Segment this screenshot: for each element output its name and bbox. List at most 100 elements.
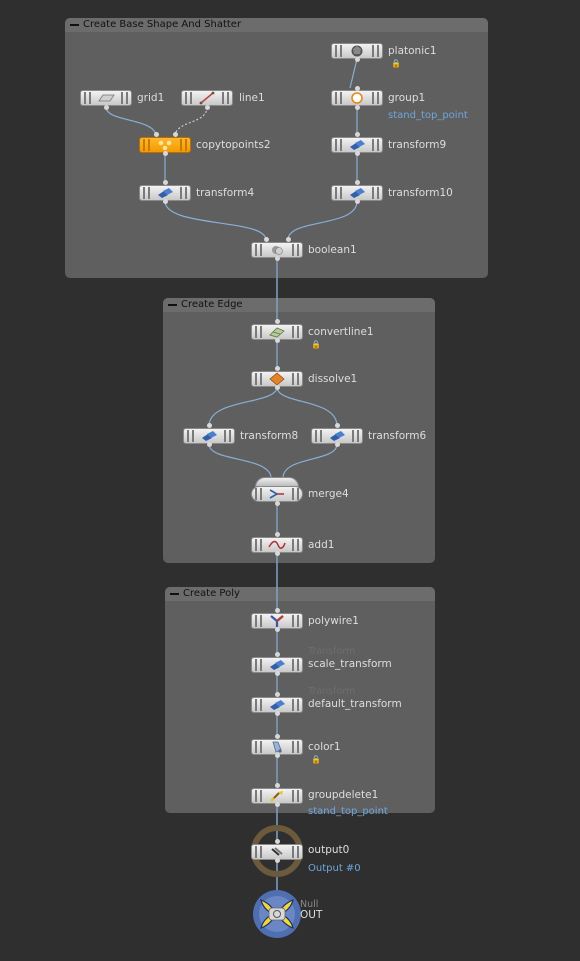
node-label: merge4 — [308, 488, 349, 500]
network-box-label: Create Poly — [183, 588, 240, 599]
input-connector[interactable] — [163, 180, 168, 185]
node-grid1[interactable] — [80, 90, 132, 106]
transform-icon — [270, 700, 285, 710]
color-icon — [272, 741, 282, 753]
null-icon — [253, 890, 301, 938]
transform-icon — [158, 188, 173, 198]
output-connector[interactable] — [275, 802, 280, 807]
output-connector[interactable] — [207, 442, 212, 447]
lock-icon: 🔒 — [391, 59, 401, 68]
lock-icon: 🔒 — [311, 755, 321, 764]
output-icon — [271, 847, 283, 856]
collapse-icon[interactable] — [170, 593, 179, 595]
input-connector[interactable] — [275, 366, 280, 371]
output-connector[interactable] — [355, 57, 360, 62]
input-connector[interactable] — [275, 734, 280, 739]
output-connector[interactable] — [355, 105, 360, 110]
input-connector[interactable] — [275, 532, 280, 537]
node-line1[interactable] — [181, 90, 233, 106]
node-label: groupdelete1 — [308, 789, 379, 801]
node-label: polywire1 — [308, 615, 359, 627]
node-label: group1 — [388, 92, 426, 104]
node-type-hint: Transform — [308, 686, 356, 697]
output-connector[interactable] — [104, 105, 109, 110]
network-box-title[interactable]: Create Edge — [163, 298, 435, 312]
node-label: convertline1 — [308, 326, 374, 338]
group-icon — [351, 92, 363, 104]
node-label: default_transform — [308, 698, 402, 710]
input-connector[interactable] — [173, 132, 178, 137]
node-type-hint: Null — [300, 899, 319, 910]
input-connector[interactable] — [355, 180, 360, 185]
network-box-title[interactable]: Create Poly — [165, 587, 435, 601]
node-label: copytopoints2 — [196, 139, 271, 151]
copy-to-points-icon — [158, 140, 172, 151]
input-connector[interactable] — [335, 423, 340, 428]
output-connector[interactable] — [355, 151, 360, 156]
node-label: boolean1 — [308, 244, 357, 256]
polywire-icon — [270, 615, 284, 627]
output-connector[interactable] — [275, 711, 280, 716]
input-connector[interactable] — [355, 132, 360, 137]
collapse-icon[interactable] — [168, 304, 177, 306]
node-merge4[interactable] — [251, 477, 303, 502]
node-label: transform8 — [240, 430, 299, 442]
output-connector[interactable] — [163, 199, 168, 204]
input-connector[interactable] — [286, 237, 291, 242]
input-connector[interactable] — [275, 839, 280, 844]
input-connector[interactable] — [264, 237, 269, 242]
node-out[interactable] — [251, 888, 303, 940]
node-group1[interactable] — [331, 90, 383, 106]
output-connector[interactable] — [275, 627, 280, 632]
network-box-base-shape[interactable]: Create Base Shape And Shatter — [65, 18, 488, 278]
output-connector[interactable] — [163, 151, 168, 156]
line-icon — [199, 91, 215, 105]
output-connector[interactable] — [275, 753, 280, 758]
node-label: platonic1 — [388, 45, 437, 57]
node-label: output0 — [308, 844, 350, 856]
input-connector[interactable] — [275, 319, 280, 324]
node-comment: stand_top_point — [388, 110, 468, 121]
node-dissolve1[interactable] — [251, 371, 303, 387]
grid-icon — [98, 94, 115, 102]
input-connector[interactable] — [275, 652, 280, 657]
node-label: grid1 — [137, 92, 165, 104]
node-label: line1 — [239, 92, 265, 104]
output-connector[interactable] — [275, 256, 280, 261]
add-icon — [268, 540, 286, 549]
input-connector[interactable] — [355, 86, 360, 91]
node-groupdelete1[interactable] — [251, 788, 303, 804]
input-connector[interactable] — [154, 132, 159, 137]
output-connector[interactable] — [275, 338, 280, 343]
transform-icon — [330, 431, 345, 441]
node-label: transform4 — [196, 187, 255, 199]
node-label: dissolve1 — [308, 373, 358, 385]
output-connector[interactable] — [275, 671, 280, 676]
node-transform4[interactable] — [139, 185, 191, 201]
input-connector[interactable] — [275, 783, 280, 788]
output-connector[interactable] — [275, 501, 280, 506]
output-connector[interactable] — [275, 551, 280, 556]
output-connector[interactable] — [275, 385, 280, 390]
output-connector[interactable] — [355, 199, 360, 204]
node-type-hint: Transform — [308, 646, 356, 657]
node-convertline1[interactable] — [251, 324, 303, 340]
dissolve-icon — [269, 372, 285, 386]
node-label: transform9 — [388, 139, 447, 151]
output-connector[interactable] — [335, 442, 340, 447]
input-connector[interactable] — [207, 423, 212, 428]
input-connector[interactable] — [275, 692, 280, 697]
transform-icon — [270, 660, 285, 670]
node-default-transform[interactable] — [251, 697, 303, 713]
collapse-icon[interactable] — [70, 24, 79, 26]
node-label: transform6 — [368, 430, 427, 442]
node-label: color1 — [308, 741, 341, 753]
node-output0[interactable] — [251, 844, 303, 860]
network-box-title[interactable]: Create Base Shape And Shatter — [65, 18, 488, 32]
node-add1[interactable] — [251, 537, 303, 553]
input-connector[interactable] — [275, 608, 280, 613]
boolean-icon — [272, 246, 283, 255]
output-connector[interactable] — [205, 105, 210, 110]
output-connector[interactable] — [275, 858, 280, 863]
